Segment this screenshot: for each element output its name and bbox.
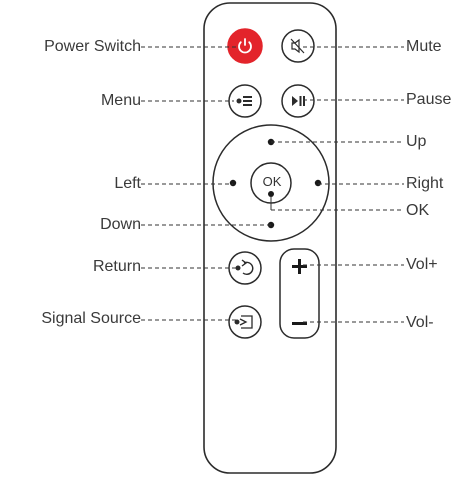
- label-pause: Pause: [406, 91, 452, 108]
- ok-button-label: OK: [262, 174, 282, 189]
- power-button[interactable]: [227, 28, 263, 64]
- menu-button[interactable]: [228, 84, 262, 118]
- label-signal-source: Signal Source: [41, 310, 141, 327]
- label-right: Right: [406, 175, 444, 192]
- return-arrow-icon: [235, 259, 254, 276]
- label-mute: Mute: [406, 38, 442, 55]
- volume-rocker[interactable]: [279, 248, 320, 339]
- label-vol-down: Vol-: [406, 314, 434, 331]
- play-pause-icon: [292, 96, 305, 106]
- signal-source-button[interactable]: [228, 305, 262, 339]
- signal-source-icon: [234, 315, 253, 329]
- label-left: Left: [114, 175, 141, 192]
- label-menu: Menu: [100, 92, 141, 109]
- mute-speaker-icon: [290, 38, 305, 54]
- pause-button[interactable]: [281, 84, 315, 118]
- leader-lines: [141, 46, 404, 323]
- plus-icon: [292, 259, 307, 274]
- label-ok: OK: [406, 202, 430, 219]
- mute-button[interactable]: [281, 29, 315, 63]
- label-return: Return: [92, 258, 141, 275]
- dpad-right-button[interactable]: [314, 179, 322, 187]
- menu-list-icon: [236, 96, 252, 106]
- label-vol-up: Vol+: [406, 256, 438, 273]
- power-icon: [238, 38, 252, 54]
- label-up: Up: [406, 133, 427, 150]
- dpad-left-button[interactable]: [229, 179, 237, 187]
- minus-icon: [292, 322, 307, 325]
- label-power-switch: Power Switch: [44, 38, 141, 55]
- label-down: Down: [100, 216, 141, 233]
